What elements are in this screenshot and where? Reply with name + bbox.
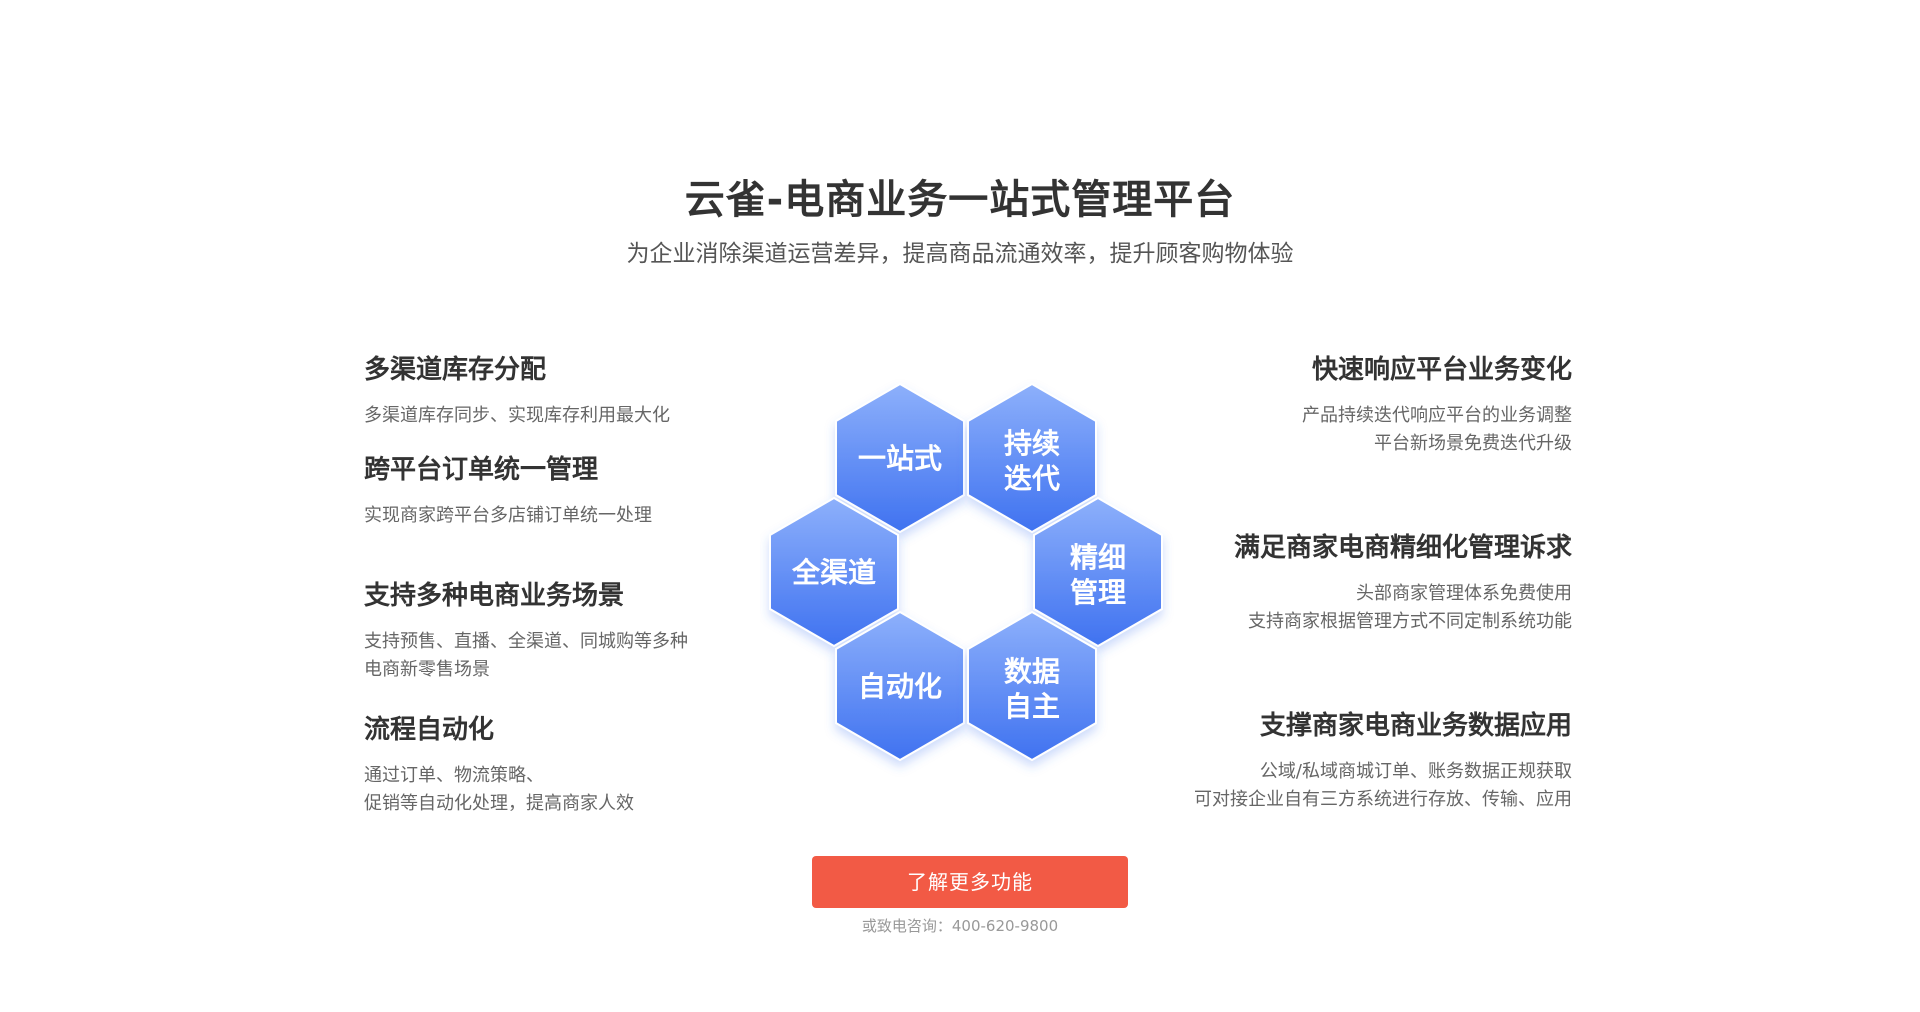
hexagon-data-autonomy: 数据 自主 xyxy=(967,610,1097,762)
hexagon-label: 管理 xyxy=(1070,576,1126,609)
feature-refined-management: 满足商家电商精细化管理诉求 头部商家管理体系免费使用 支持商家根据管理方式不同定… xyxy=(1152,530,1572,636)
contact-phone: 或致电咨询：400-620-9800 xyxy=(861,917,1059,935)
learn-more-button[interactable]: 了解更多功能 xyxy=(812,856,1128,908)
feature-desc-line: 平台新场景免费迭代升级 xyxy=(1374,433,1572,454)
feature-desc-line: 实现商家跨平台多店铺订单统一处理 xyxy=(364,505,652,526)
hexagon-cluster: 一站式 持续 迭代 全渠道 精细 管理 自动化 数据 自主 xyxy=(769,382,1163,762)
feature-title: 跨平台订单统一管理 xyxy=(364,455,599,485)
feature-desc-line: 促销等自动化处理，提高商家人效 xyxy=(364,793,634,814)
hexagon-label: 精细 xyxy=(1070,541,1126,574)
hexagon-one-stop: 一站式 xyxy=(835,382,965,534)
page-title: 云雀-电商业务一站式管理平台 xyxy=(684,177,1236,223)
hexagon-label: 自动化 xyxy=(858,670,942,703)
feature-multi-channel-inventory: 多渠道库存分配 多渠道库存同步、实现库存利用最大化 xyxy=(364,352,784,430)
feature-title: 流程自动化 xyxy=(364,715,495,745)
feature-desc-line: 通过订单、物流策略、 xyxy=(364,765,544,786)
feature-desc-line: 可对接企业自有三方系统进行存放、传输、应用 xyxy=(1194,789,1572,810)
feature-desc-line: 多渠道库存同步、实现库存利用最大化 xyxy=(364,405,670,426)
page-subtitle: 为企业消除渠道运营差异，提高商品流通效率，提升顾客购物体验 xyxy=(626,241,1294,267)
hexagon-continuous-iteration: 持续 迭代 xyxy=(967,382,1097,534)
hexagon-label: 全渠道 xyxy=(791,556,876,589)
feature-desc-line: 公域/私域商城订单、账务数据正规获取 xyxy=(1259,761,1572,782)
feature-cross-platform-orders: 跨平台订单统一管理 实现商家跨平台多店铺订单统一处理 xyxy=(364,452,784,530)
feature-desc-line: 支持预售、直播、全渠道、同城购等多种 xyxy=(364,631,688,652)
hexagon-omni-channel: 全渠道 xyxy=(769,496,899,648)
hexagon-label: 迭代 xyxy=(1004,462,1060,495)
hexagon-label: 数据 xyxy=(1004,655,1060,688)
feature-title: 多渠道库存分配 xyxy=(364,355,547,385)
feature-data-application: 支撑商家电商业务数据应用 公域/私域商城订单、账务数据正规获取 可对接企业自有三… xyxy=(1152,708,1572,814)
feature-desc-line: 头部商家管理体系免费使用 xyxy=(1356,583,1572,604)
feature-desc-line: 产品持续迭代响应平台的业务调整 xyxy=(1302,405,1572,426)
hexagon-refined-management: 精细 管理 xyxy=(1033,496,1163,648)
feature-ecommerce-scenarios: 支持多种电商业务场景 支持预售、直播、全渠道、同城购等多种 电商新零售场景 xyxy=(364,578,784,684)
feature-desc-line: 电商新零售场景 xyxy=(364,659,490,680)
hexagon-automation: 自动化 xyxy=(835,610,965,762)
feature-title: 快速响应平台业务变化 xyxy=(1311,355,1572,385)
hexagon-label: 一站式 xyxy=(858,442,942,475)
feature-fast-response: 快速响应平台业务变化 产品持续迭代响应平台的业务调整 平台新场景免费迭代升级 xyxy=(1152,352,1572,458)
feature-title: 满足商家电商精细化管理诉求 xyxy=(1233,533,1572,563)
feature-desc-line: 支持商家根据管理方式不同定制系统功能 xyxy=(1248,611,1572,632)
hexagon-label: 自主 xyxy=(1004,690,1060,723)
feature-process-automation: 流程自动化 通过订单、物流策略、 促销等自动化处理，提高商家人效 xyxy=(364,712,784,818)
feature-title: 支持多种电商业务场景 xyxy=(364,581,625,611)
feature-title: 支撑商家电商业务数据应用 xyxy=(1259,711,1572,741)
hexagon-label: 持续 xyxy=(1004,427,1060,460)
